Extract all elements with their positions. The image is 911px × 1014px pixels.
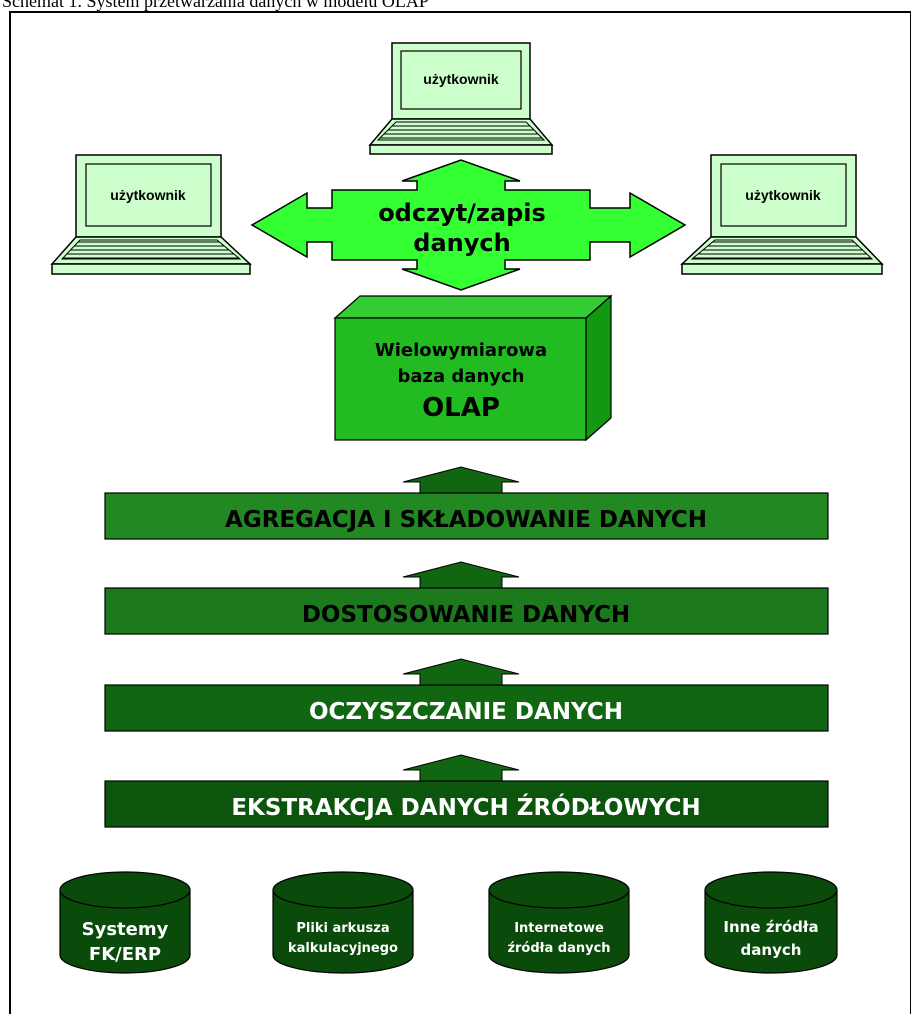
laptop-left: użytkownik [50, 154, 252, 275]
source-erp: Systemy FK/ERP [59, 871, 191, 974]
source-internet-line2: źródła danych [507, 941, 610, 956]
layer-adjustment-label: DOSTOSOWANIE DANYCH [302, 602, 630, 628]
source-other-line2: danych [741, 941, 802, 959]
laptop-left-label: użytkownik [110, 187, 186, 203]
rw-label-line2: danych [413, 229, 510, 257]
laptop-top: użytkownik [368, 42, 554, 155]
source-spreadsheet-line2: kalkulacyjnego [288, 941, 398, 956]
figure-caption: Schemat 1. System przetwarzania danych w… [2, 0, 429, 11]
olap-label-line2: baza danych [398, 366, 525, 387]
olap-label-line1: Wielowymiarowa [375, 340, 547, 361]
source-spreadsheet: Pliki arkusza kalkulacyjnego [272, 871, 414, 974]
source-spreadsheet-line1: Pliki arkusza [296, 921, 389, 936]
source-erp-line1: Systemy [82, 919, 169, 940]
layer-cleaning-label: OCZYSZCZANIE DANYCH [309, 699, 623, 725]
laptop-right-label: użytkownik [745, 187, 821, 203]
source-other: Inne źródła danych [704, 871, 838, 974]
layer-extraction: EKSTRAKCJA DANYCH ŹRÓDŁOWYCH [104, 780, 829, 828]
source-other-line1: Inne źródła [723, 918, 818, 936]
layer-extraction-label: EKSTRAKCJA DANYCH ŹRÓDŁOWYCH [231, 793, 700, 821]
layer-cleaning: OCZYSZCZANIE DANYCH [104, 684, 829, 732]
arrow-up-2 [402, 561, 520, 589]
olap-label-line3: OLAP [422, 393, 500, 423]
source-internet-line1: Internetowe [514, 921, 604, 936]
laptop-right: użytkownik [680, 154, 884, 275]
layer-adjustment: DOSTOSOWANIE DANYCH [104, 587, 829, 635]
source-internet: Internetowe źródła danych [488, 871, 630, 974]
read-write-hub: odczyt/zapis danych [250, 159, 687, 291]
olap-cube: Wielowymiarowa baza danych OLAP [333, 294, 613, 442]
arrow-up-4 [402, 754, 520, 782]
rw-label-line1: odczyt/zapis [378, 199, 546, 227]
laptop-top-label: użytkownik [423, 71, 499, 87]
arrow-up-3 [402, 658, 520, 686]
layer-aggregation-label: AGREGACJA I SKŁADOWANIE DANYCH [225, 507, 707, 533]
layer-aggregation: AGREGACJA I SKŁADOWANIE DANYCH [104, 492, 829, 540]
source-erp-line2: FK/ERP [89, 944, 161, 965]
arrow-up-1 [402, 466, 520, 494]
